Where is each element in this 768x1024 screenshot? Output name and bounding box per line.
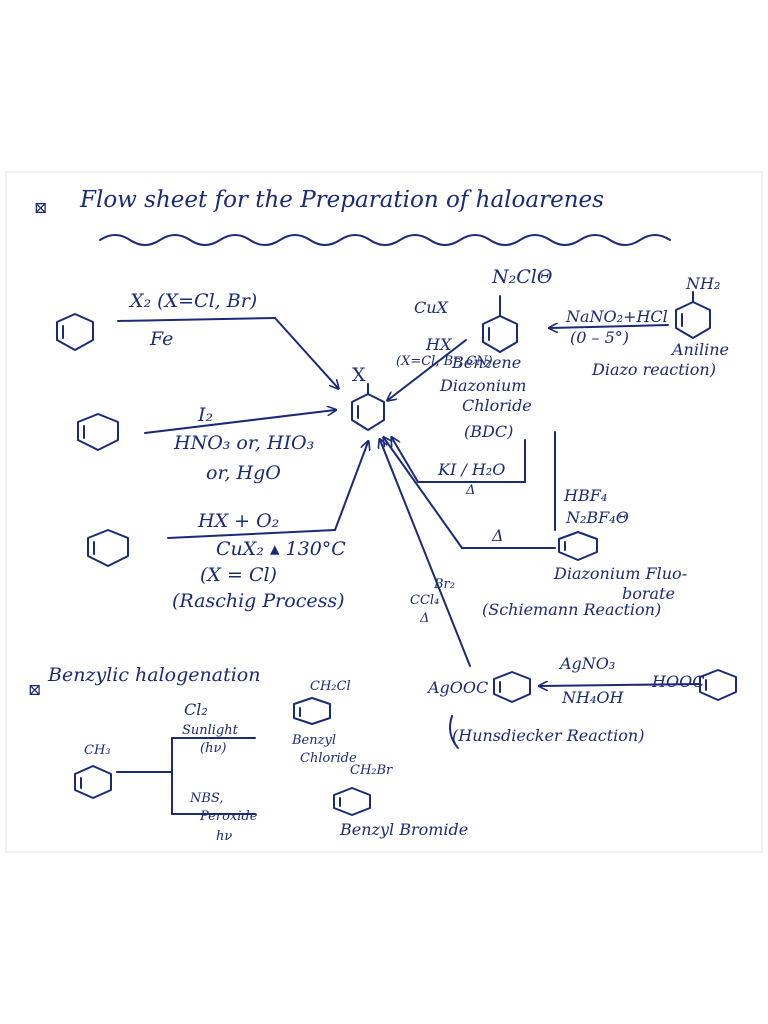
raschig-note: (X = Cl) [200, 564, 277, 586]
benzene-bdc-ring [482, 315, 518, 353]
arrow-raschig [167, 529, 336, 539]
hunsdiecker-bromine: Br₂ [434, 577, 455, 592]
benzene-benzyl-bromide-ring [333, 787, 371, 816]
benzyl-chloride-group: CH₂Cl [310, 679, 351, 694]
benzyl-bromide-name: Benzyl Bromide [340, 820, 469, 839]
iodination-alt-conditions: or, HgO [206, 462, 281, 484]
title-checkbox-icon: ⊠ [34, 198, 48, 217]
schiemann-name-3: (Schiemann Reaction) [482, 600, 662, 619]
halogenation-catalyst: Fe [150, 328, 174, 350]
chlorine-reagent: Cl₂ [184, 700, 208, 719]
bdc-line-2: Diazonium [440, 376, 527, 395]
silver-salt: AgOOC [428, 678, 489, 697]
arrow-acid-to-salt [540, 684, 701, 686]
diazotisation-temp: (0 – 5°) [570, 328, 630, 347]
silver-nitrate: AgNO₃ [560, 654, 616, 673]
benzylic-checkbox-icon: ⊠ [28, 680, 42, 699]
benzene-product-ring [351, 393, 385, 431]
iodination-reagent: I₂ [198, 404, 214, 426]
benzene-acid-ring [699, 669, 737, 701]
ammonium-hydroxide: NH₄OH [562, 688, 624, 707]
benzene-ring-1 [56, 313, 94, 351]
raschig-conditions: CuX₂ ▴ 130°C [216, 538, 346, 560]
sandmeyer-scope: (X=Cl, Br, CN) [396, 354, 493, 369]
benzene-benzyl-chloride-ring [293, 697, 331, 725]
sunlight-condition: Sunlight [182, 723, 238, 738]
iodide-reagent: KI / H₂O [438, 460, 506, 479]
benzyl-chloride-name-2: Chloride [300, 751, 357, 766]
benzene-silver-ring [493, 671, 531, 703]
arrow-iodination [144, 410, 335, 434]
hunsdiecker-name: (Hunsdiecker Reaction) [452, 726, 645, 745]
aniline-name: Aniline [672, 340, 729, 359]
hunsdiecker-solvent: CCl₄ [410, 593, 440, 608]
amine-group: NH₂ [686, 274, 721, 293]
title-underline [99, 234, 671, 246]
benzene-aniline-ring [675, 301, 711, 339]
carboxylic-acid: HOOC [652, 672, 705, 691]
raschig-name: (Raschig Process) [172, 590, 345, 612]
iodide-condition: Δ [466, 483, 476, 498]
arrow-hunsdiecker [380, 440, 471, 667]
sandmeyer-acid: HX [426, 335, 452, 354]
raschig-reagent: HX + O₂ [198, 510, 280, 532]
benzyl-bromide-group: CH₂Br [350, 763, 393, 778]
arrow-diazotisation [550, 325, 669, 328]
diazo-reaction-name: Diazo reaction) [592, 360, 716, 379]
iodination-conditions: HNO₃ or, HIO₃ [174, 432, 315, 454]
bdc-line-1: Benzene [452, 353, 522, 372]
benzene-ring-2 [77, 413, 119, 451]
schiemann-name-2: borate [622, 584, 675, 603]
schiemann-reagent: HBF₄ [564, 486, 608, 505]
diazonium-group: N₂ClΘ [492, 266, 553, 288]
benzylic-heading: Benzylic halogenation [48, 664, 261, 686]
hv-condition: (hν) [200, 741, 227, 756]
hunsdiecker-heat: Δ [420, 611, 430, 626]
product-label: X [352, 364, 366, 386]
bdc-abbr: (BDC) [464, 422, 514, 441]
nbs-reagent: NBS, [190, 791, 224, 806]
page-title: Flow sheet for the Preparation of haloar… [80, 187, 604, 213]
benzene-fluoroborate-ring [558, 531, 598, 561]
hv-condition-2: hν [216, 829, 233, 844]
peroxide-condition: Peroxide [200, 809, 258, 824]
benzene-ring-3 [87, 529, 129, 567]
schiemann-name-1: Diazonium Fluo- [554, 564, 688, 583]
arrow-halogenation [117, 317, 276, 322]
bdc-line-3: Chloride [462, 396, 532, 415]
toluene-methyl: CH₃ [84, 743, 111, 758]
schiemann-heat: Δ [492, 526, 504, 545]
benzene-toluene-ring [74, 765, 112, 799]
fluoroborate-salt: N₂BF₄Θ [566, 508, 629, 527]
halogenation-reagent: X₂ (X=Cl, Br) [130, 290, 258, 312]
benzyl-chloride-name-1: Benzyl [292, 733, 336, 748]
paper-border [5, 171, 763, 853]
diazotisation-reagent: NaNO₂+HCl [566, 307, 668, 326]
sandmeyer-reagent: CuX [414, 298, 448, 317]
arrow-sandmeyer [388, 339, 467, 400]
